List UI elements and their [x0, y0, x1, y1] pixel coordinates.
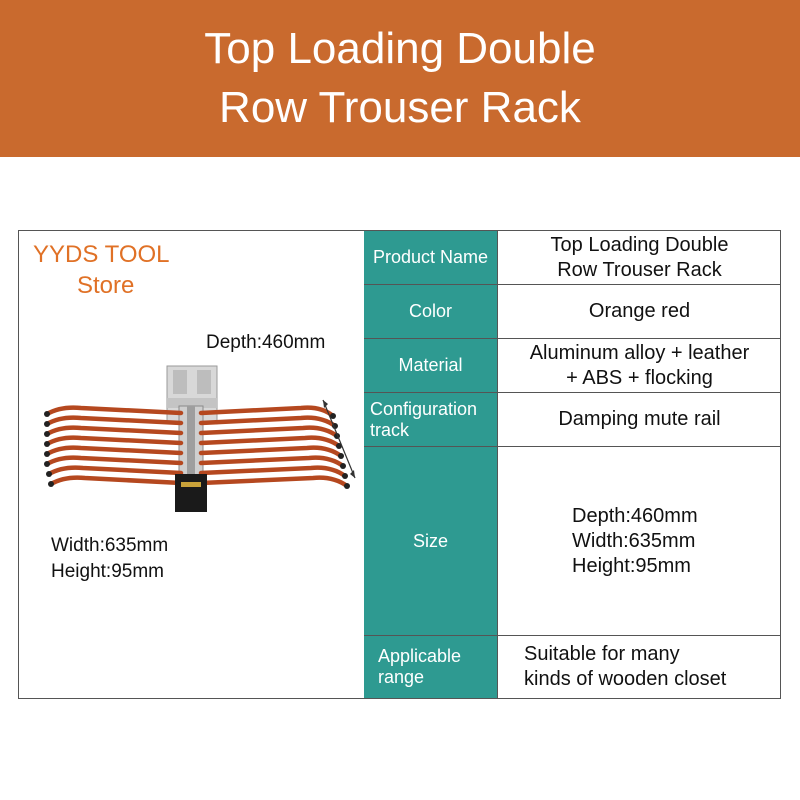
spec-label: Applicable range	[364, 636, 498, 698]
product-image-panel: YYDS TOOL Store Depth:460mm Width:635mm …	[19, 231, 364, 698]
spec-value: Aluminum alloy + leather + ABS + flockin…	[529, 341, 750, 389]
spec-value: Orange red	[588, 300, 691, 322]
spec-value: Depth:460mm Width:635mm Height:95mm	[572, 504, 698, 577]
page-title-line-1: Top Loading Double	[204, 24, 596, 73]
width-annotation: Width:635mm	[51, 535, 169, 556]
spec-label: Product Name	[364, 231, 498, 284]
spec-row-configuration-track: Configuration track Damping mute rail	[364, 393, 781, 447]
spec-label: Material	[364, 339, 498, 392]
depth-annotation: Depth:460mm	[206, 332, 326, 353]
spec-value: Damping mute rail	[558, 408, 721, 430]
title-banner: Top Loading Double Row Trouser Rack	[0, 0, 800, 157]
height-annotation: Height:95mm	[51, 561, 164, 582]
spec-row-color: Color Orange red	[364, 285, 781, 339]
page-title-line-2: Row Trouser Rack	[219, 83, 581, 132]
trouser-rack-image	[44, 365, 356, 512]
spec-table: Product Name Top Loading Double Row Trou…	[364, 231, 781, 698]
spec-value: Suitable for many kinds of wooden closet	[524, 643, 727, 690]
spec-row-applicable-range: Applicable range Suitable for many kinds…	[364, 636, 781, 698]
spec-value: Top Loading Double Row Trouser Rack	[550, 233, 729, 281]
spec-row-size: Size Depth:460mm Width:635mm Height:95mm	[364, 447, 781, 636]
spec-row-product-name: Product Name Top Loading Double Row Trou…	[364, 231, 781, 285]
store-name: YYDS TOOL	[33, 241, 170, 268]
product-info-frame: YYDS TOOL Store Depth:460mm Width:635mm …	[18, 230, 781, 699]
spec-label: Size	[364, 447, 498, 635]
spec-row-material: Material Aluminum alloy + leather + ABS …	[364, 339, 781, 393]
spec-label: Configuration track	[364, 393, 498, 446]
spec-label: Color	[364, 285, 498, 338]
store-name-suffix: Store	[77, 272, 135, 299]
